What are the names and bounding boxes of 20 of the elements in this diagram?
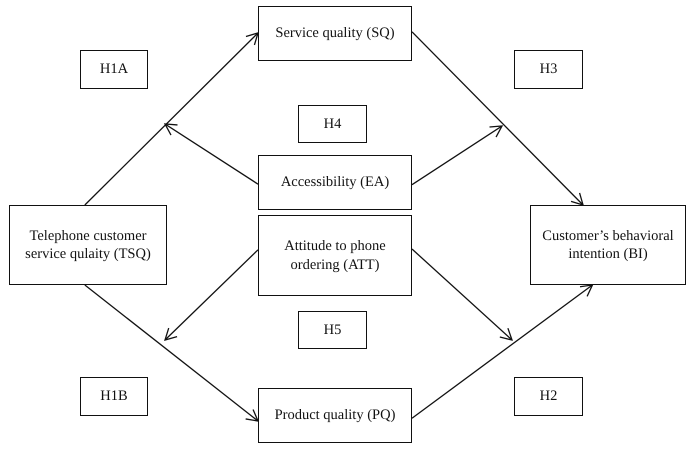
arrow [164,123,258,185]
construct-box: Accessibility (EA) [258,155,412,210]
arrow [164,249,258,341]
construct-box: Service quality (SQ) [258,6,412,61]
construct-box: Telephone customer service qulaity (TSQ) [9,205,167,285]
arrow [412,248,513,341]
construct-box: Product quality (PQ) [258,388,412,443]
construct-box: Customer’s behavioral intention (BI) [530,205,686,285]
arrow [84,32,259,206]
hypothesis-label: H3 [514,50,583,89]
hypothesis-label: H4 [298,105,367,143]
hypothesis-label: H5 [298,311,367,349]
arrow [84,284,259,422]
hypothesis-label: H1B [80,377,148,416]
arrow [412,125,503,186]
hypothesis-label: H1A [80,50,148,89]
construct-box: Attitude to phone ordering (ATT) [258,215,412,296]
arrow [412,284,594,419]
arrow [412,31,584,206]
hypothesis-label: H2 [514,377,583,416]
